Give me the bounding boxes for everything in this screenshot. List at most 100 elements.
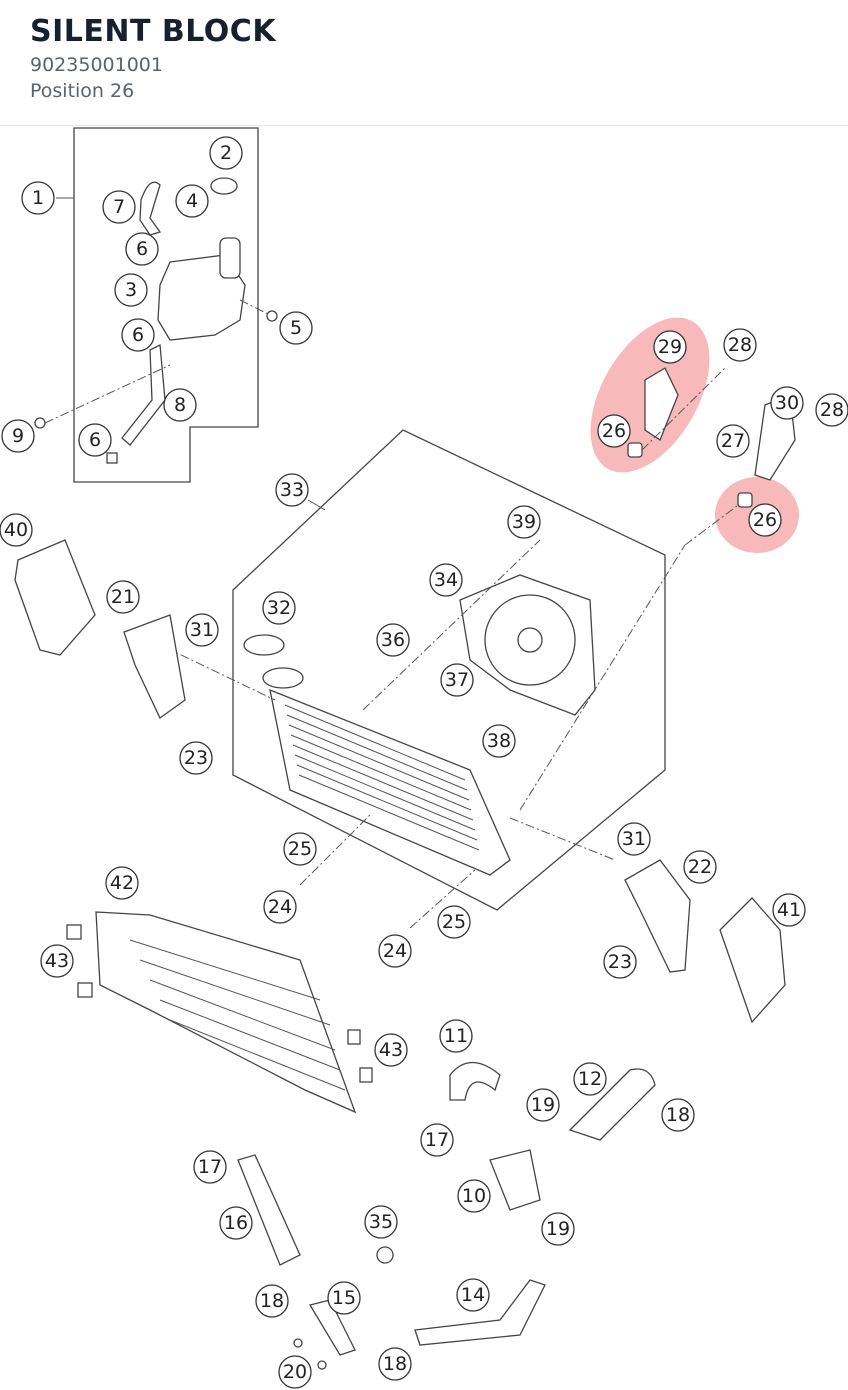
callout-34[interactable]: 34 (429, 563, 463, 597)
callout-38[interactable]: 38 (482, 724, 516, 758)
callout-19b[interactable]: 19 (541, 1212, 575, 1246)
svg-text:39: 39 (512, 511, 536, 533)
svg-text:25: 25 (442, 911, 466, 933)
callout-36[interactable]: 36 (376, 623, 410, 657)
left-shroud (14, 539, 96, 656)
callout-23a[interactable]: 23 (179, 741, 213, 775)
svg-text:15: 15 (332, 1287, 356, 1309)
callout-1[interactable]: 1 (21, 181, 55, 215)
svg-text:31: 31 (622, 828, 646, 850)
callout-43a[interactable]: 43 (40, 944, 74, 978)
callout-28a[interactable]: 28 (723, 328, 757, 362)
svg-text:23: 23 (608, 951, 632, 973)
callout-6a[interactable]: 6 (125, 232, 159, 266)
position-label: Position 26 (30, 80, 135, 102)
svg-text:28: 28 (728, 334, 752, 356)
callout-27[interactable]: 27 (716, 424, 750, 458)
callout-2[interactable]: 2 (209, 136, 243, 170)
svg-text:18: 18 (260, 1290, 284, 1312)
callout-10[interactable]: 10 (457, 1179, 491, 1213)
callout-35[interactable]: 35 (364, 1205, 398, 1239)
callout-17b[interactable]: 17 (193, 1150, 227, 1184)
callout-26b[interactable]: 26 (748, 503, 782, 537)
part-title: SILENT BLOCK (30, 14, 277, 49)
callout-14[interactable]: 14 (456, 1278, 490, 1312)
svg-text:2: 2 (220, 142, 232, 164)
callout-41[interactable]: 41 (772, 893, 806, 927)
svg-text:27: 27 (721, 430, 745, 452)
callout-6b[interactable]: 6 (121, 318, 155, 352)
svg-text:18: 18 (383, 1353, 407, 1375)
callout-32[interactable]: 32 (262, 591, 296, 625)
svg-text:30: 30 (775, 392, 799, 414)
callout-20[interactable]: 20 (278, 1355, 312, 1389)
callout-31a[interactable]: 31 (185, 613, 219, 647)
svg-text:16: 16 (224, 1212, 248, 1234)
callout-31b[interactable]: 31 (617, 822, 651, 856)
svg-text:37: 37 (445, 669, 469, 691)
callout-37[interactable]: 37 (440, 663, 474, 697)
callout-3[interactable]: 3 (114, 273, 148, 307)
callout-23b[interactable]: 23 (603, 945, 637, 979)
svg-text:23: 23 (184, 747, 208, 769)
tank-group-frame (73, 127, 259, 483)
callout-25a[interactable]: 25 (283, 832, 317, 866)
svg-text:6: 6 (136, 238, 148, 260)
svg-text:31: 31 (190, 619, 214, 641)
callout-33[interactable]: 33 (275, 473, 309, 507)
callout-26a[interactable]: 26 (597, 414, 631, 448)
callout-43b[interactable]: 43 (374, 1033, 408, 1067)
callout-21[interactable]: 21 (106, 580, 140, 614)
svg-text:26: 26 (753, 509, 777, 531)
callout-18b[interactable]: 18 (255, 1284, 289, 1318)
svg-text:9: 9 (12, 425, 24, 447)
callout-39[interactable]: 39 (507, 505, 541, 539)
callout-12[interactable]: 12 (573, 1062, 607, 1096)
svg-text:21: 21 (111, 586, 135, 608)
callout-30[interactable]: 30 (770, 386, 804, 420)
callout-18a[interactable]: 18 (661, 1098, 695, 1132)
coolant-hoses (237, 1062, 656, 1370)
part-header: SILENT BLOCK 90235001001 Position 26 (0, 0, 848, 126)
svg-text:35: 35 (369, 1211, 393, 1233)
callout-24b[interactable]: 24 (378, 934, 412, 968)
callout-22[interactable]: 22 (683, 850, 717, 884)
svg-text:36: 36 (381, 629, 405, 651)
callout-18c[interactable]: 18 (378, 1347, 412, 1381)
callout-4[interactable]: 4 (175, 184, 209, 218)
callout-28b[interactable]: 28 (815, 393, 848, 427)
right-deflector (624, 859, 691, 973)
callout-19a[interactable]: 19 (526, 1088, 560, 1122)
svg-text:11: 11 (444, 1025, 468, 1047)
cooling-fan (459, 574, 596, 716)
svg-text:17: 17 (425, 1129, 449, 1151)
callout-17a[interactable]: 17 (420, 1123, 454, 1157)
callout-7[interactable]: 7 (102, 190, 136, 224)
callout-25b[interactable]: 25 (437, 905, 471, 939)
callout-24a[interactable]: 24 (263, 890, 297, 924)
svg-text:41: 41 (777, 899, 801, 921)
callout-5[interactable]: 5 (279, 311, 313, 345)
callout-9[interactable]: 9 (1, 419, 35, 453)
svg-text:4: 4 (186, 190, 198, 212)
callout-42[interactable]: 42 (105, 866, 139, 900)
svg-text:5: 5 (290, 317, 302, 339)
svg-text:43: 43 (45, 950, 69, 972)
radiator-core (243, 634, 511, 876)
svg-text:32: 32 (267, 597, 291, 619)
right-shroud (719, 897, 786, 1024)
radiator-group-frame (232, 429, 666, 911)
svg-text:24: 24 (268, 896, 292, 918)
svg-text:38: 38 (487, 730, 511, 752)
callout-15[interactable]: 15 (327, 1281, 361, 1315)
left-deflector (123, 614, 186, 719)
callout-6c[interactable]: 6 (78, 423, 112, 457)
callout-29[interactable]: 29 (653, 330, 687, 364)
svg-text:10: 10 (462, 1185, 486, 1207)
svg-text:8: 8 (174, 394, 186, 416)
callout-40[interactable]: 40 (0, 513, 33, 547)
callout-8[interactable]: 8 (163, 388, 197, 422)
svg-text:20: 20 (283, 1361, 307, 1383)
callout-16[interactable]: 16 (219, 1206, 253, 1240)
callout-11[interactable]: 11 (439, 1019, 473, 1053)
